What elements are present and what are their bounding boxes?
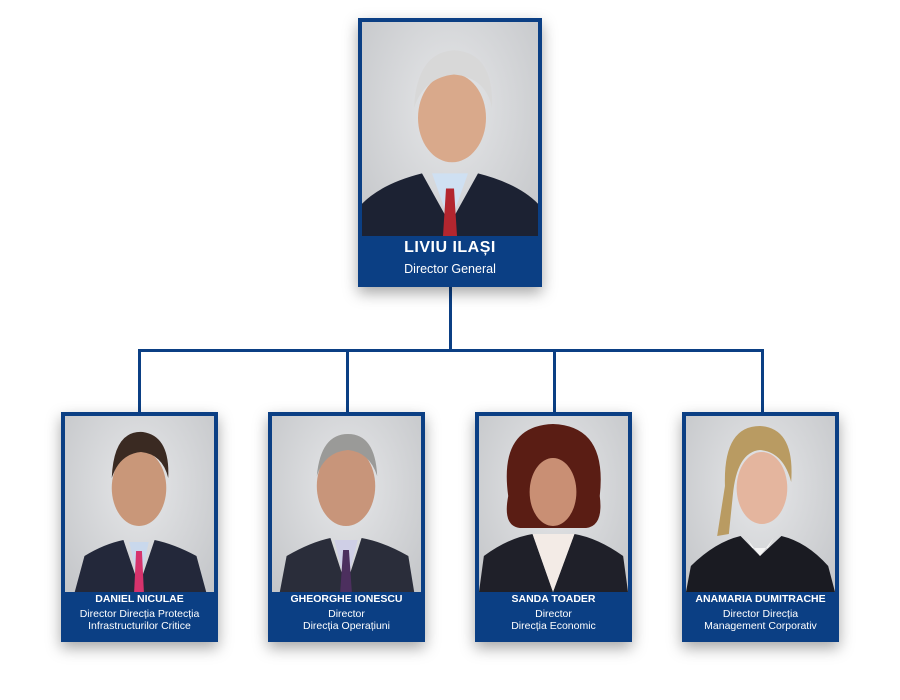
- card-label: GHEORGHE IONESCU Director Direcția Opera…: [270, 588, 423, 640]
- person-role: Director General: [404, 262, 496, 276]
- person-name: ANAMARIA DUMITRACHE: [695, 593, 826, 605]
- person-role-line2: Direcția Economic: [511, 620, 596, 632]
- org-card-report: SANDA TOADER Director Direcția Economic: [475, 412, 632, 642]
- org-card-director-general: LIVIU ILAȘI Director General: [358, 18, 542, 287]
- portrait-photo: [362, 22, 538, 236]
- person-name: SANDA TOADER: [511, 593, 596, 605]
- person-name: DANIEL NICULAE: [95, 593, 184, 605]
- connector-drop-3: [553, 349, 556, 413]
- card-label: ANAMARIA DUMITRACHE Director Direcția Ma…: [684, 588, 837, 640]
- person-role: Director Direcția Protecția: [79, 608, 200, 620]
- org-card-report: ANAMARIA DUMITRACHE Director Direcția Ma…: [682, 412, 839, 642]
- org-card-report: GHEORGHE IONESCU Director Direcția Opera…: [268, 412, 425, 642]
- connector-drop-4: [761, 349, 764, 413]
- org-card-report: DANIEL NICULAE Director Direcția Protecț…: [61, 412, 218, 642]
- person-role-line2: Direcția Operațiuni: [303, 620, 390, 632]
- portrait-photo: [686, 416, 835, 592]
- connector-drop-2: [346, 349, 349, 413]
- portrait-photo: [272, 416, 421, 592]
- card-label: DANIEL NICULAE Director Direcția Protecț…: [63, 588, 216, 640]
- person-role: Director: [328, 608, 365, 620]
- card-label: SANDA TOADER Director Direcția Economic: [477, 588, 630, 640]
- card-label: LIVIU ILAȘI Director General: [360, 233, 540, 285]
- portrait-photo: [65, 416, 214, 592]
- person-name: GHEORGHE IONESCU: [290, 593, 403, 605]
- connector-horizontal: [138, 349, 764, 352]
- person-name: LIVIU ILAȘI: [404, 239, 496, 256]
- portrait-photo: [479, 416, 628, 592]
- person-role: Director: [535, 608, 572, 620]
- connector-vertical-top: [449, 286, 452, 351]
- person-role-line2: Infrastructurilor Critice: [88, 620, 191, 632]
- person-role-line2: Management Corporativ: [704, 620, 817, 632]
- connector-drop-1: [138, 349, 141, 413]
- person-role: Director Direcția: [722, 608, 799, 620]
